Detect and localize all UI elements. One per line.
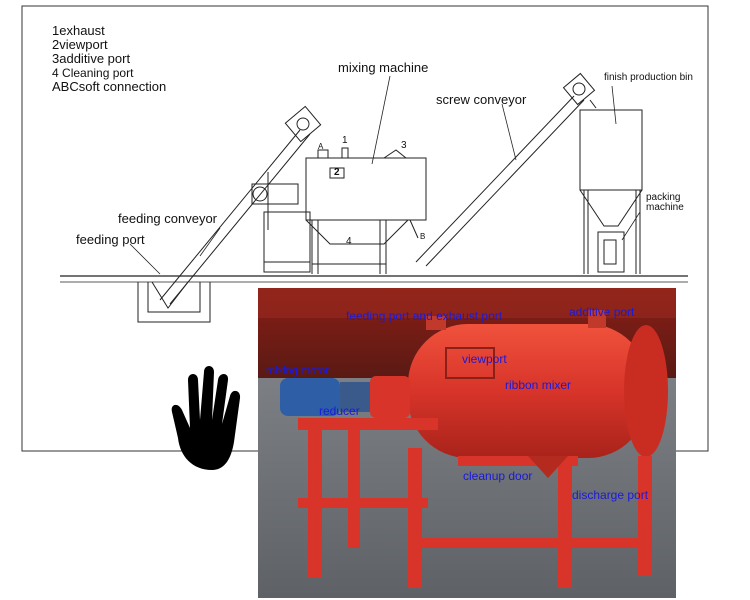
screw-conveyor-drawing: [415, 72, 597, 267]
label-discharge-port: discharge port: [572, 488, 649, 502]
feed-pit: [137, 281, 211, 323]
reducer-photo: [370, 376, 410, 418]
leader-lines: [129, 75, 641, 275]
hand-icon: [171, 366, 241, 470]
legend-item-3: 3additive port: [52, 51, 131, 66]
mixing-motor-photo: [280, 378, 340, 416]
mixer-drawing: [305, 147, 427, 274]
motor-stand: [251, 183, 311, 273]
photo-illustration: [258, 288, 676, 598]
label-additive-port: additive port: [569, 305, 635, 319]
viewport-window: [445, 347, 495, 379]
label-ribbon-mixer: ribbon mixer: [505, 378, 572, 392]
ribbon-mixer-photo: [258, 288, 676, 598]
legend-item-4: 4 Cleaning port: [52, 66, 134, 80]
mixer-stand-frame: [298, 418, 652, 588]
discharge-chute: [528, 456, 568, 478]
additive-port-photo: [588, 310, 606, 328]
label-packing-2: machine: [646, 202, 684, 213]
mark-4: 4: [346, 236, 352, 247]
coupling-photo: [340, 382, 370, 412]
legend-item-2: 2viewport: [52, 37, 108, 52]
label-feeding-port: feeding port: [76, 232, 145, 247]
legend-item-1: 1exhaust: [52, 23, 105, 38]
feeding-conveyor-drawing: [159, 105, 322, 305]
mark-3: 3: [401, 140, 407, 151]
label-reducer: reducer: [319, 404, 360, 418]
label-finish-bin: finish production bin: [604, 72, 693, 83]
legend-item-abc: ABCsoft connection: [52, 79, 167, 94]
mark-a: A: [318, 142, 324, 151]
label-viewport: viewport: [462, 352, 507, 366]
feeding-port-photo: [426, 316, 446, 330]
mark-2: 2: [334, 167, 340, 178]
mixer-drum: [408, 324, 648, 458]
label-packing-1: packing: [646, 192, 681, 203]
label-screw-conveyor: screw conveyor: [436, 92, 527, 107]
drum-end-cap: [624, 325, 668, 457]
label-feeding-conveyor: feeding conveyor: [118, 211, 218, 226]
finish-bin-drawing: [579, 109, 643, 274]
label-mixing-motor: mixing motor: [266, 365, 329, 377]
mark-1: 1: [342, 135, 348, 146]
legend: 1exhaust 2viewport 3additive port 4 Clea…: [52, 24, 166, 94]
label-feeding-exhaust: feeding port and exhaust port: [346, 309, 503, 323]
mark-b: B: [420, 232, 426, 241]
label-cleanup-door: cleanup door: [463, 469, 533, 483]
label-mixing-machine: mixing machine: [338, 60, 429, 75]
